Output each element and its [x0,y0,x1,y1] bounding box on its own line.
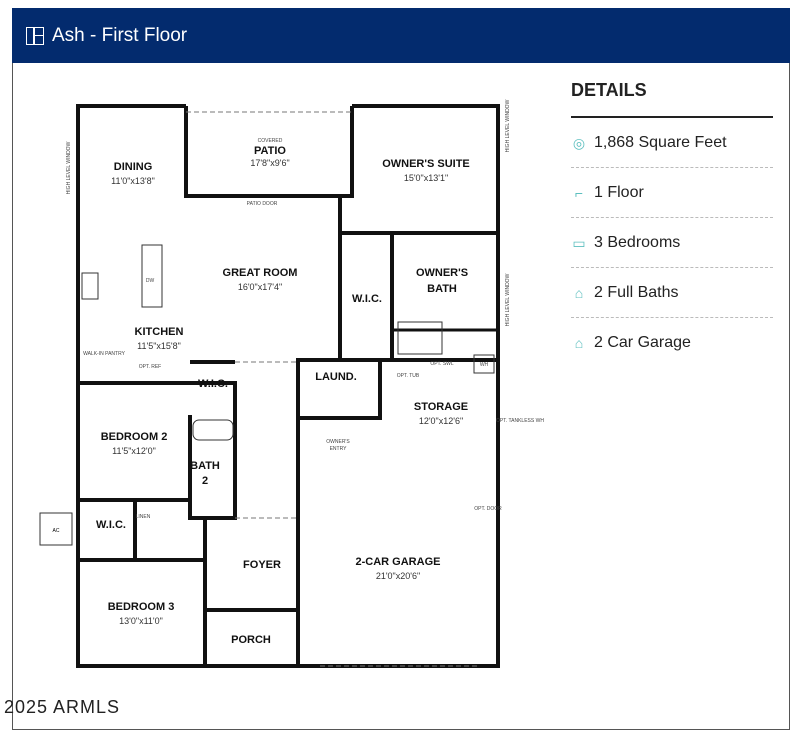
detail-bedrooms: ▭ 3 Bedrooms [571,218,773,268]
room-storage: STORAGE [414,401,468,413]
page-title: Ash - First Floor [52,24,188,46]
floorplan-icon [26,26,44,45]
bathtub [192,419,234,441]
opt-swl-label: OPT. SWL [430,361,454,367]
high-window-label-owners-bath: HIGH LEVEL WINDOW [505,273,511,326]
shower-icon: ⌂ [574,284,584,301]
range [81,272,99,300]
room-owners-wic: W.I.C. [352,293,382,305]
patio-door-label: PATIO DOOR [247,201,278,207]
room-bed3-wic: W.I.C. [96,519,126,531]
detail-label: 1,868 Square Feet [594,133,727,151]
details-heading: DETAILS [571,80,773,118]
walls [76,104,500,668]
room-bed2-wic: W.I.C. [198,378,228,390]
patio-note: COVERED [258,138,283,144]
owners-entry-label: OWNER'S [326,439,350,445]
garage-car-icon: ⌂ [574,334,584,351]
opt-tankless-label: OPT. TANKLESS WH [496,418,544,424]
detail-square-feet: ◎ 1,868 Square Feet [571,118,773,168]
room-bedroom-3: BEDROOM 3 [108,601,175,613]
room-garage: 2-CAR GARAGE [356,556,441,568]
room-kitchen: KITCHEN [135,326,184,338]
high-window-label-dining: HIGH LEVEL WINDOW [66,141,72,194]
dw-label: DW [146,278,155,284]
storage-dim: 12'0"x12'6" [419,416,463,426]
dashed-lines [186,111,480,667]
detail-garage: ⌂ 2 Car Garage [571,318,773,367]
room-great-room: GREAT ROOM [223,267,298,279]
pantry-label: WALK-IN PANTRY [83,351,126,357]
copyright-watermark: 2025 ARMLS [4,697,121,717]
garage-dim: 21'0"x20'6" [376,571,420,581]
wh-label: WH [480,362,489,368]
detail-baths: ⌂ 2 Full Baths [571,268,773,318]
room-owners-bath-2: BATH [427,283,457,295]
ac-unit [39,512,73,546]
detail-label: 1 Floor [594,183,644,201]
room-bedroom-2: BEDROOM 2 [101,431,168,443]
room-patio: PATIO [254,145,286,157]
details-panel: DETAILS ◎ 1,868 Square Feet ⌐ 1 Floor ▭ 3 B… [571,80,773,367]
room-laundry: LAUND. [315,371,357,383]
room-owners-bath: OWNER'S [416,267,468,279]
bedroom-3-dim: 13'0"x11'0" [119,616,163,626]
linen-label: LINEN [136,514,151,520]
kitchen-island [141,244,163,308]
dining-dim: 11'0"x13'8" [111,176,155,186]
opt-door-label: OPT. DOOR [474,506,502,512]
water-heater [473,354,495,374]
owners-suite-dim: 15'0"x13'1" [404,173,448,183]
opt-tub-label: OPT. TUB [397,373,420,379]
room-foyer: FOYER [243,559,281,571]
patio-dim: 17'8"x9'6" [250,158,289,168]
ac-label: AC [53,528,60,534]
stairs-icon: ⌐ [574,184,584,201]
shower [397,321,443,355]
tape-measure-icon: ◎ [572,134,586,151]
room-porch: PORCH [231,634,271,646]
detail-floors: ⌐ 1 Floor [571,168,773,218]
bedroom-2-dim: 11'5"x12'0" [112,446,156,456]
detail-label: 2 Full Baths [594,283,679,301]
bed-icon: ▭ [572,234,586,251]
detail-label: 2 Car Garage [594,333,691,351]
high-window-label-owners-suite: HIGH LEVEL WINDOW [505,99,511,152]
room-owners-suite: OWNER'S SUITE [382,158,470,170]
header-bar: Ash - First Floor [12,8,790,63]
opt-ref-label: OPT. REF [139,364,162,370]
room-bath-2-num: 2 [202,475,208,487]
detail-label: 3 Bedrooms [594,233,681,251]
room-bath-2: BATH [190,460,220,472]
room-dining: DINING [114,161,153,173]
kitchen-dim: 11'5"x15'8" [137,341,181,351]
great-room-dim: 16'0"x17'4" [238,282,282,292]
owners-entry-label-2: ENTRY [330,446,348,452]
